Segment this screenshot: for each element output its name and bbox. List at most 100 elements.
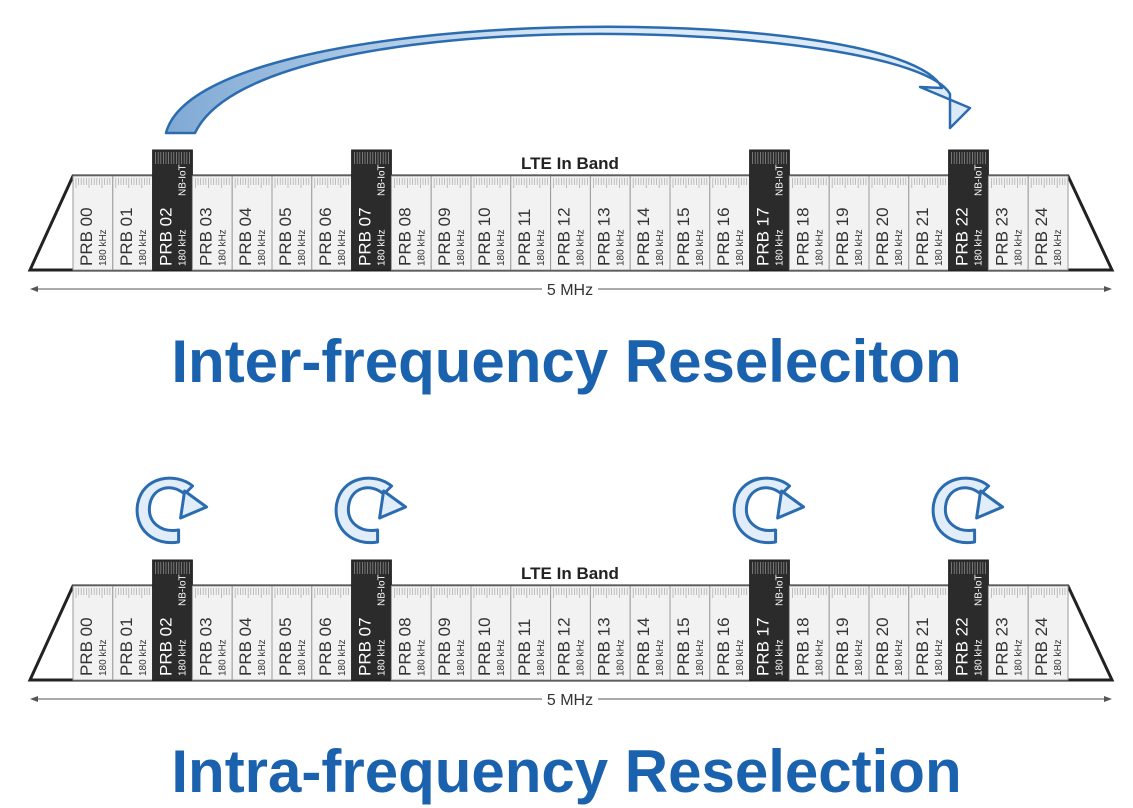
prb-label: PRB 20 xyxy=(873,207,892,266)
prb-frequency-label: 180 kHz xyxy=(337,639,348,676)
prb-rect xyxy=(390,175,432,271)
prb-frequency-label: 180 kHz xyxy=(1013,229,1024,266)
prb-rect xyxy=(908,585,950,681)
prb-frequency-label: 180 kHz xyxy=(456,639,467,676)
prb-frequency-label: 180 kHz xyxy=(934,639,945,676)
nbiot-carrier-rect xyxy=(948,559,989,681)
prb-rect xyxy=(589,175,631,271)
rotate-arc xyxy=(334,476,394,545)
prb-frequency-label: 180 kHz xyxy=(178,229,189,266)
prb-frequency-label: 180 kHz xyxy=(217,639,228,676)
prb-frequency-label: 180 kHz xyxy=(655,229,666,266)
bandwidth-label: 5 MHz xyxy=(547,282,593,299)
prb-rect xyxy=(1027,175,1069,271)
prb-rect xyxy=(430,175,472,271)
nbiot-tag-label: NB-IoT xyxy=(178,164,189,196)
prb-rect xyxy=(470,175,512,271)
prb-label: PRB 18 xyxy=(793,617,812,676)
prb-label: PRB 22 xyxy=(953,617,972,676)
prb-frequency-label: 180 kHz xyxy=(894,229,905,266)
prb-label: PRB 00 xyxy=(77,207,96,266)
prb-label: PRB 12 xyxy=(555,207,574,266)
prb-rect xyxy=(311,585,353,681)
prb-label: PRB 02 xyxy=(157,617,176,676)
prb-label: PRB 06 xyxy=(316,207,335,266)
prb-label: PRB 16 xyxy=(714,617,733,676)
prb-frequency-label: 180 kHz xyxy=(138,229,149,266)
prb-rect xyxy=(112,585,154,681)
prb-label: PRB 11 xyxy=(515,209,534,266)
nbiot-carrier-rect xyxy=(351,149,392,271)
prb-rect xyxy=(72,175,114,271)
prb-label: PRB 01 xyxy=(117,617,136,676)
prb-frequency-label: 180 kHz xyxy=(1053,639,1064,676)
prb-label: PRB 19 xyxy=(833,617,852,676)
prb-label: PRB 14 xyxy=(634,617,653,676)
prb-frequency-label: 180 kHz xyxy=(536,229,547,266)
prb-label: PRB 02 xyxy=(157,207,176,266)
prb-label: PRB 15 xyxy=(674,207,693,266)
prb-rect xyxy=(311,175,353,271)
rotate-arc xyxy=(732,476,792,545)
rotate-arrowhead xyxy=(776,489,806,520)
prb-frequency-label: 180 kHz xyxy=(1013,639,1024,676)
prb-frequency-label: 180 kHz xyxy=(297,639,308,676)
prb-label: PRB 13 xyxy=(594,207,613,266)
prb-rect xyxy=(788,175,830,271)
prb-rect xyxy=(629,585,671,681)
prb-frequency-label: 180 kHz xyxy=(416,229,427,266)
prb-rect xyxy=(629,175,671,271)
prb-label: PRB 17 xyxy=(754,617,773,676)
prb-frequency-label: 180 kHz xyxy=(98,229,109,266)
prb-label: PRB 16 xyxy=(714,207,733,266)
rotate-arrow-icon xyxy=(931,476,1005,545)
prb-frequency-label: 180 kHz xyxy=(377,229,388,266)
prb-rect xyxy=(669,585,711,681)
prb-label: PRB 04 xyxy=(236,207,255,266)
prb-label: PRB 15 xyxy=(674,617,693,676)
prb-frequency-label: 180 kHz xyxy=(496,229,507,266)
prb-label: PRB 08 xyxy=(395,617,414,676)
prb-rect xyxy=(868,585,910,681)
prb-frequency-label: 180 kHz xyxy=(377,639,388,676)
prb-label: PRB 21 xyxy=(913,617,932,676)
prb-rect xyxy=(828,175,870,271)
bandwidth-arrow-right xyxy=(1104,696,1112,702)
prb-label: PRB 19 xyxy=(833,207,852,266)
bandwidth-label: 5 MHz xyxy=(547,692,593,709)
prb-label: PRB 17 xyxy=(754,207,773,266)
prb-label: PRB 18 xyxy=(793,207,812,266)
prb-rect xyxy=(868,175,910,271)
prb-label: PRB 22 xyxy=(953,207,972,266)
prb-frequency-label: 180 kHz xyxy=(735,229,746,266)
prb-label: PRB 21 xyxy=(913,207,932,266)
bandwidth-label-bg xyxy=(542,280,598,298)
nbiot-tag-label: NB-IoT xyxy=(775,164,786,196)
